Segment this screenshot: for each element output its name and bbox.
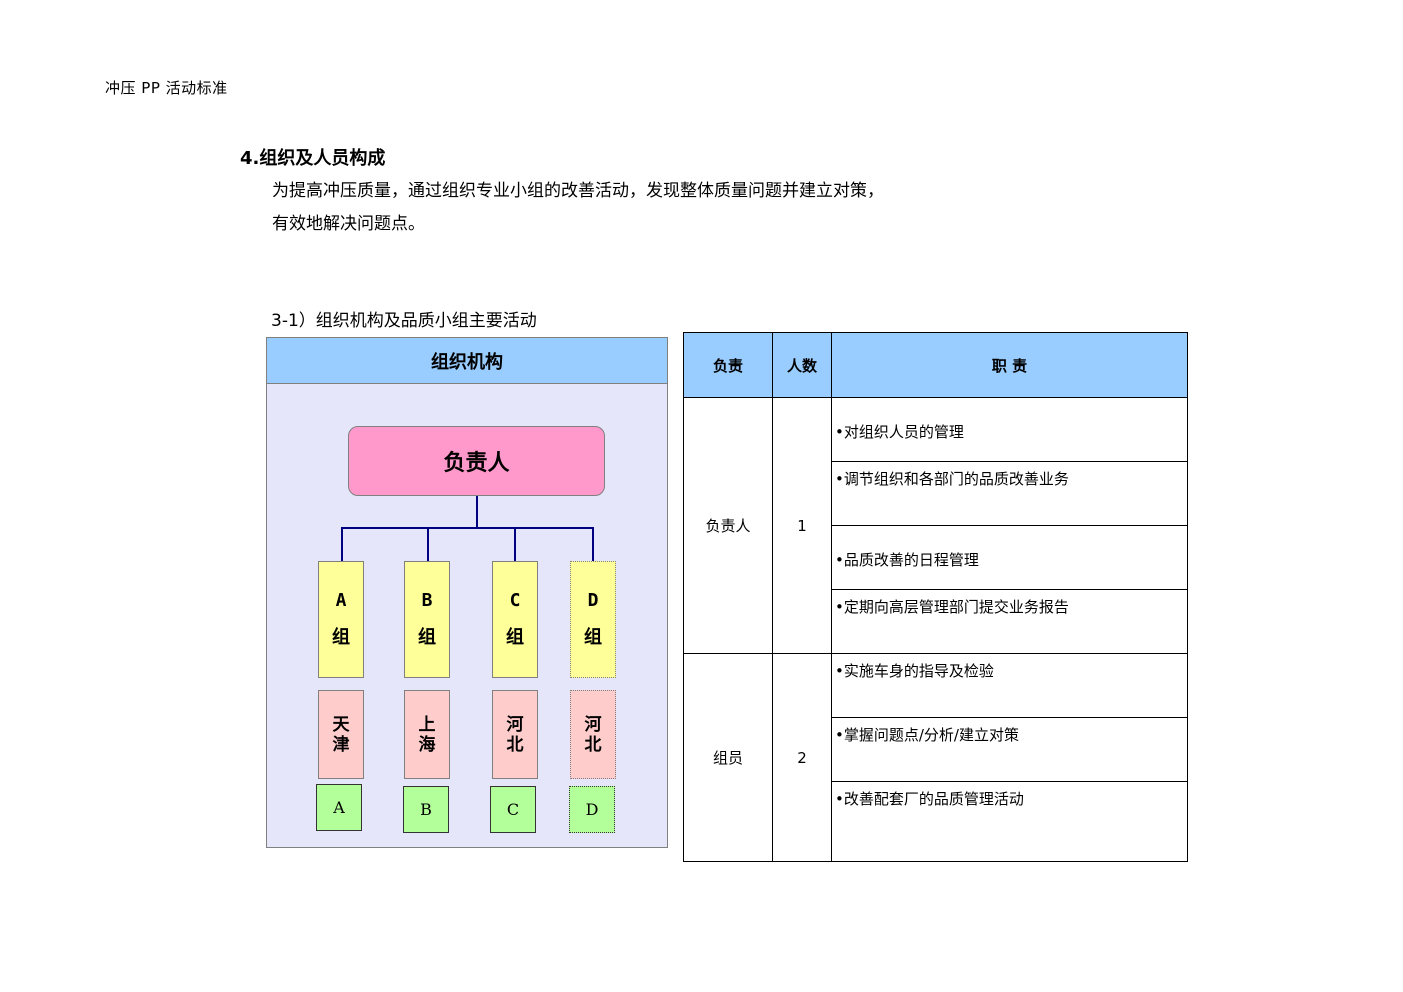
duty-item: •掌握问题点/分析/建立对策 <box>835 726 1019 744</box>
role-cell: 组员 <box>683 653 773 862</box>
tag-box-c: C <box>490 786 536 833</box>
tag-box-d: D <box>569 786 615 833</box>
connector-trunk <box>476 496 478 528</box>
table-row: 负责人 1 •对组织人员的管理 <box>683 397 1188 654</box>
duty-table: 负责 人数 职 责 负责人 1 •对组织人员的管理 •调节组织和各部门的品质改善… <box>683 332 1188 862</box>
duty-item: •定期向高层管理部门提交业务报告 <box>835 598 1069 616</box>
city-box-b: 上 海 <box>404 690 450 779</box>
group-word: 组 <box>584 627 602 648</box>
duty-item: •改善配套厂的品质管理活动 <box>835 790 1024 808</box>
city-box-d: 河 北 <box>570 690 616 779</box>
section-title: 4.组织及人员构成 <box>240 148 386 169</box>
leader-box: 负责人 <box>348 426 605 496</box>
city-char: 河 <box>584 714 602 735</box>
count-cell: 2 <box>772 653 832 862</box>
city-char: 上 <box>418 714 436 735</box>
header-duties: 职 责 <box>831 332 1188 398</box>
duty-item: •实施车身的指导及检验 <box>835 662 994 680</box>
paragraph-line-2: 有效地解决问题点。 <box>272 214 425 234</box>
group-word: 组 <box>418 627 436 648</box>
connector-drop-d <box>592 527 594 561</box>
group-letter: D <box>587 590 599 611</box>
duty-item: •对组织人员的管理 <box>835 423 964 441</box>
role-cell: 负责人 <box>683 397 773 654</box>
tag-box-b: B <box>403 786 449 833</box>
group-box-b: B 组 <box>404 561 450 678</box>
connector-drop-a <box>341 527 343 561</box>
org-chart-title: 组织机构 <box>267 338 667 384</box>
header-count: 人数 <box>772 332 832 398</box>
group-box-d: D 组 <box>570 561 616 678</box>
city-char: 津 <box>332 734 350 755</box>
header-role: 负责 <box>683 332 773 398</box>
tag-box-a: A <box>316 784 362 831</box>
connector-drop-c <box>514 527 516 561</box>
table-row: •定期向高层管理部门提交业务报告 <box>684 589 1188 654</box>
city-box-c: 河 北 <box>492 690 538 779</box>
city-char: 天 <box>332 714 350 735</box>
table-row: 组员 2 •实施车身的指导及检验 <box>683 653 1188 862</box>
table-row: •掌握问题点/分析/建立对策 <box>684 717 1188 782</box>
group-letter: B <box>421 590 433 611</box>
duty-item: •品质改善的日程管理 <box>835 551 979 569</box>
city-char: 北 <box>584 734 602 755</box>
city-char: 河 <box>506 714 524 735</box>
table-header-row: 负责 人数 职 责 <box>683 332 1188 398</box>
city-char: 海 <box>418 734 436 755</box>
connector-bar <box>341 527 594 529</box>
city-char: 北 <box>506 734 524 755</box>
group-word: 组 <box>332 627 350 648</box>
duty-item: •调节组织和各部门的品质改善业务 <box>835 470 1069 488</box>
group-letter: A <box>335 590 347 611</box>
table-row: •改善配套厂的品质管理活动 <box>684 781 1188 862</box>
paragraph-line-1: 为提高冲压质量，通过组织专业小组的改善活动，发现整体质量问题并建立对策， <box>272 181 884 201</box>
connector-drop-b <box>427 527 429 561</box>
subsection-title: 3-1）组织机构及品质小组主要活动 <box>271 311 537 331</box>
count-cell: 1 <box>772 397 832 654</box>
group-box-a: A 组 <box>318 561 364 678</box>
group-word: 组 <box>506 627 524 648</box>
group-box-c: C 组 <box>492 561 538 678</box>
group-letter: C <box>509 590 521 611</box>
document-header: 冲压 PP 活动标准 <box>105 79 228 97</box>
city-box-a: 天 津 <box>318 690 364 779</box>
